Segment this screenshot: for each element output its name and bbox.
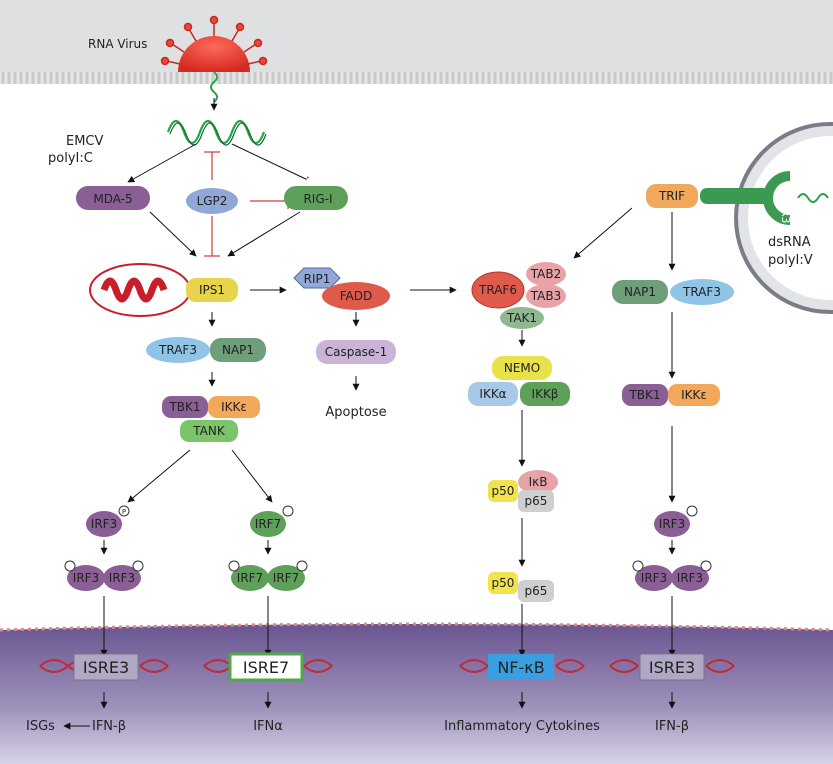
traf6-label: TRAF6: [478, 283, 517, 297]
nucleus-region: [0, 622, 833, 764]
nfkb-ikb-complex: p50 IκB p65: [488, 470, 558, 512]
caspase1-label: Caspase-1: [325, 345, 388, 359]
fadd-protein: FADD: [322, 282, 390, 310]
trif-protein: TRIF: [646, 184, 698, 208]
rna-virus: [160, 15, 268, 103]
irf3-label: IRF3: [91, 517, 117, 531]
irf3-label: IRF3: [109, 571, 135, 585]
nap1-right-protein: NAP1: [612, 280, 668, 304]
ikke-right-protein: IKKε: [668, 384, 720, 406]
tbk1-protein: TBK1: [162, 396, 208, 418]
traf3-right-protein: TRAF3: [670, 279, 734, 305]
irf7-single: IRF7: [250, 505, 294, 537]
polyic-label: polyI:C: [48, 151, 93, 166]
ips1-label: IPS1: [199, 283, 225, 297]
irf3-left-single: IRF3 P: [86, 505, 130, 537]
ikka-protein: IKKα: [468, 382, 518, 406]
isre3-right-label: ISRE3: [649, 658, 695, 677]
ifnb-left-label: IFN-β: [92, 719, 126, 734]
cell-membrane: [0, 0, 833, 84]
traf3-protein: TRAF3: [146, 337, 210, 363]
tab3-label: TAB3: [530, 289, 561, 303]
trif-label: TRIF: [658, 189, 685, 203]
nemo-label: NEMO: [504, 361, 540, 375]
ikb-label: IκB: [529, 475, 548, 489]
nfkb-free-complex: p50 p65: [488, 572, 554, 602]
ikka-label: IKKα: [479, 387, 506, 401]
nfkb-label: NF-κB: [497, 658, 544, 677]
irf3-label: IRF3: [73, 571, 99, 585]
mda5-label: MDA-5: [93, 192, 132, 206]
tank-protein: TANK: [180, 420, 238, 442]
isgs-label: ISGs: [26, 719, 55, 734]
dna-nfkb: NF-κB: [459, 654, 585, 680]
irf3-label: IRF3: [677, 571, 703, 585]
irf3-label: IRF3: [641, 571, 667, 585]
p65-label: p65: [525, 494, 548, 508]
irf3-right-single: IRF3: [654, 505, 698, 537]
traf3-label: TRAF3: [158, 343, 197, 357]
rna-virus-label: RNA Virus: [88, 37, 147, 51]
tbk1-label: TBK1: [628, 388, 660, 402]
lgp2-label: LGP2: [197, 194, 228, 208]
emcv-label: EMCV: [66, 134, 104, 149]
ikke-label: IKKε: [221, 400, 247, 414]
ifnb-right-label: IFN-β: [655, 719, 689, 734]
ips1-protein: IPS1: [186, 278, 238, 302]
lgp2-receptor: LGP2: [186, 188, 238, 214]
mitochondrion: [89, 263, 191, 317]
ifna-label: IFNα: [253, 719, 283, 734]
tank-label: TANK: [192, 424, 226, 438]
p50-label: p50: [492, 576, 515, 590]
pathway-arrows: [63, 98, 676, 730]
traf3-label: TRAF3: [682, 285, 721, 299]
irf7-label: IRF7: [237, 571, 263, 585]
dna-isre7: ISRE7: [203, 652, 333, 682]
dsrna-label: dsRNA: [768, 235, 811, 250]
dna-isre3-left: ISRE3: [39, 653, 169, 681]
irf3-label: IRF3: [659, 517, 685, 531]
irf7-label: IRF7: [255, 517, 281, 531]
phospho-label: P: [122, 508, 126, 516]
nap1-label: NAP1: [624, 285, 656, 299]
isre7-label: ISRE7: [243, 658, 289, 677]
irf3-left-dimer: IRF3 IRF3: [64, 560, 144, 591]
caspase1-protein: Caspase-1: [316, 340, 396, 364]
viral-rna: [166, 119, 266, 145]
nap1-label: NAP1: [222, 343, 254, 357]
ikkb-protein: IKKβ: [520, 382, 570, 406]
dna-isre3-right: ISRE3: [609, 653, 735, 681]
p65-label: p65: [525, 584, 548, 598]
mda5-receptor: MDA-5: [76, 176, 150, 210]
nemo-protein: NEMO: [492, 356, 552, 380]
irf7-dimer: IRF7 IRF7: [228, 560, 308, 591]
inflammatory-cytokines-label: Inflammatory Cytokines: [444, 719, 600, 734]
ikke-label: IKKε: [681, 388, 707, 402]
ikkb-label: IKKβ: [532, 387, 559, 401]
polyv-label: polyI:V: [768, 253, 813, 268]
rigi-receptor: RIG-I: [284, 176, 348, 210]
nap1-protein: NAP1: [210, 338, 266, 362]
ikke-protein: IKKε: [208, 396, 260, 418]
tak1-label: TAK1: [506, 311, 537, 325]
p50-label: p50: [492, 484, 515, 498]
rigi-label: RIG-I: [303, 192, 332, 206]
tbk1-right-protein: TBK1: [622, 384, 668, 406]
tbk1-label: TBK1: [168, 400, 200, 414]
rip1-label: RIP1: [304, 272, 331, 286]
fadd-label: FADD: [340, 289, 373, 303]
irf7-label: IRF7: [273, 571, 299, 585]
traf6-complex: TAB2 TAB3 TRAF6 TAK1: [471, 262, 566, 329]
isre3-left-label: ISRE3: [83, 658, 129, 677]
tlr3-endosome: TLR3: [700, 122, 833, 314]
tab2-label: TAB2: [530, 267, 561, 281]
apoptose-label: Apoptose: [325, 405, 386, 420]
rip1-protein: RIP1: [293, 267, 341, 289]
irf3-right-dimer: IRF3 IRF3: [632, 560, 712, 591]
tlr3-label: TLR3: [779, 195, 792, 224]
